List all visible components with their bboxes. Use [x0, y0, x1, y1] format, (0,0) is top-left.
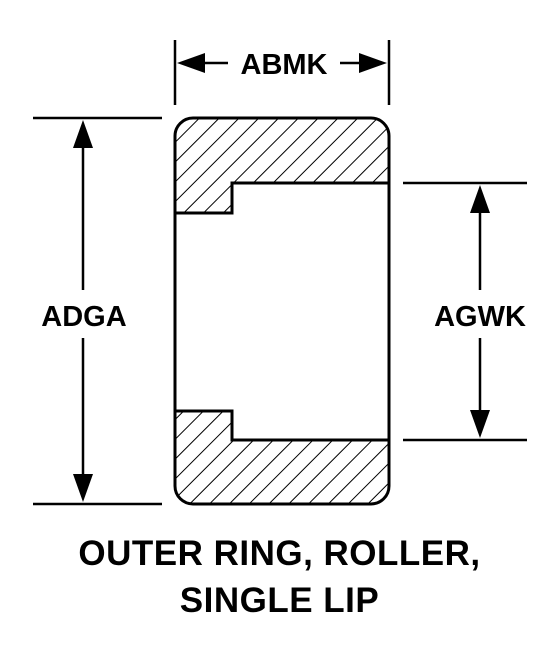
- inner-diameter-arrow-up-icon: [470, 185, 490, 213]
- outer-diameter-arrow-up-icon: [73, 120, 93, 148]
- top-section-hatch: [175, 118, 389, 213]
- inner-diameter-label: AGWK: [434, 301, 526, 333]
- bottom-section-inner-edge: [175, 409, 389, 442]
- caption-line-2: SINGLE LIP: [179, 581, 380, 620]
- width-dimension: ABMK: [173, 40, 391, 105]
- caption-line-1: OUTER RING, ROLLER,: [78, 534, 481, 573]
- ring-outline: [173, 116, 391, 506]
- outer-diameter-arrow-down-icon: [73, 474, 93, 502]
- outer-diameter-dimension: ADGA: [33, 116, 162, 506]
- inner-diameter-arrow-down-icon: [470, 410, 490, 438]
- width-arrow-left-icon: [177, 53, 205, 73]
- top-section-inner-edge: [175, 181, 389, 215]
- outer-diameter-label: ADGA: [41, 301, 126, 333]
- inner-diameter-dimension: AGWK: [403, 181, 527, 442]
- ring-cross-section: [175, 118, 389, 504]
- width-arrow-right-icon: [359, 53, 387, 73]
- bottom-section-hatch: [175, 411, 389, 504]
- width-label: ABMK: [241, 49, 328, 81]
